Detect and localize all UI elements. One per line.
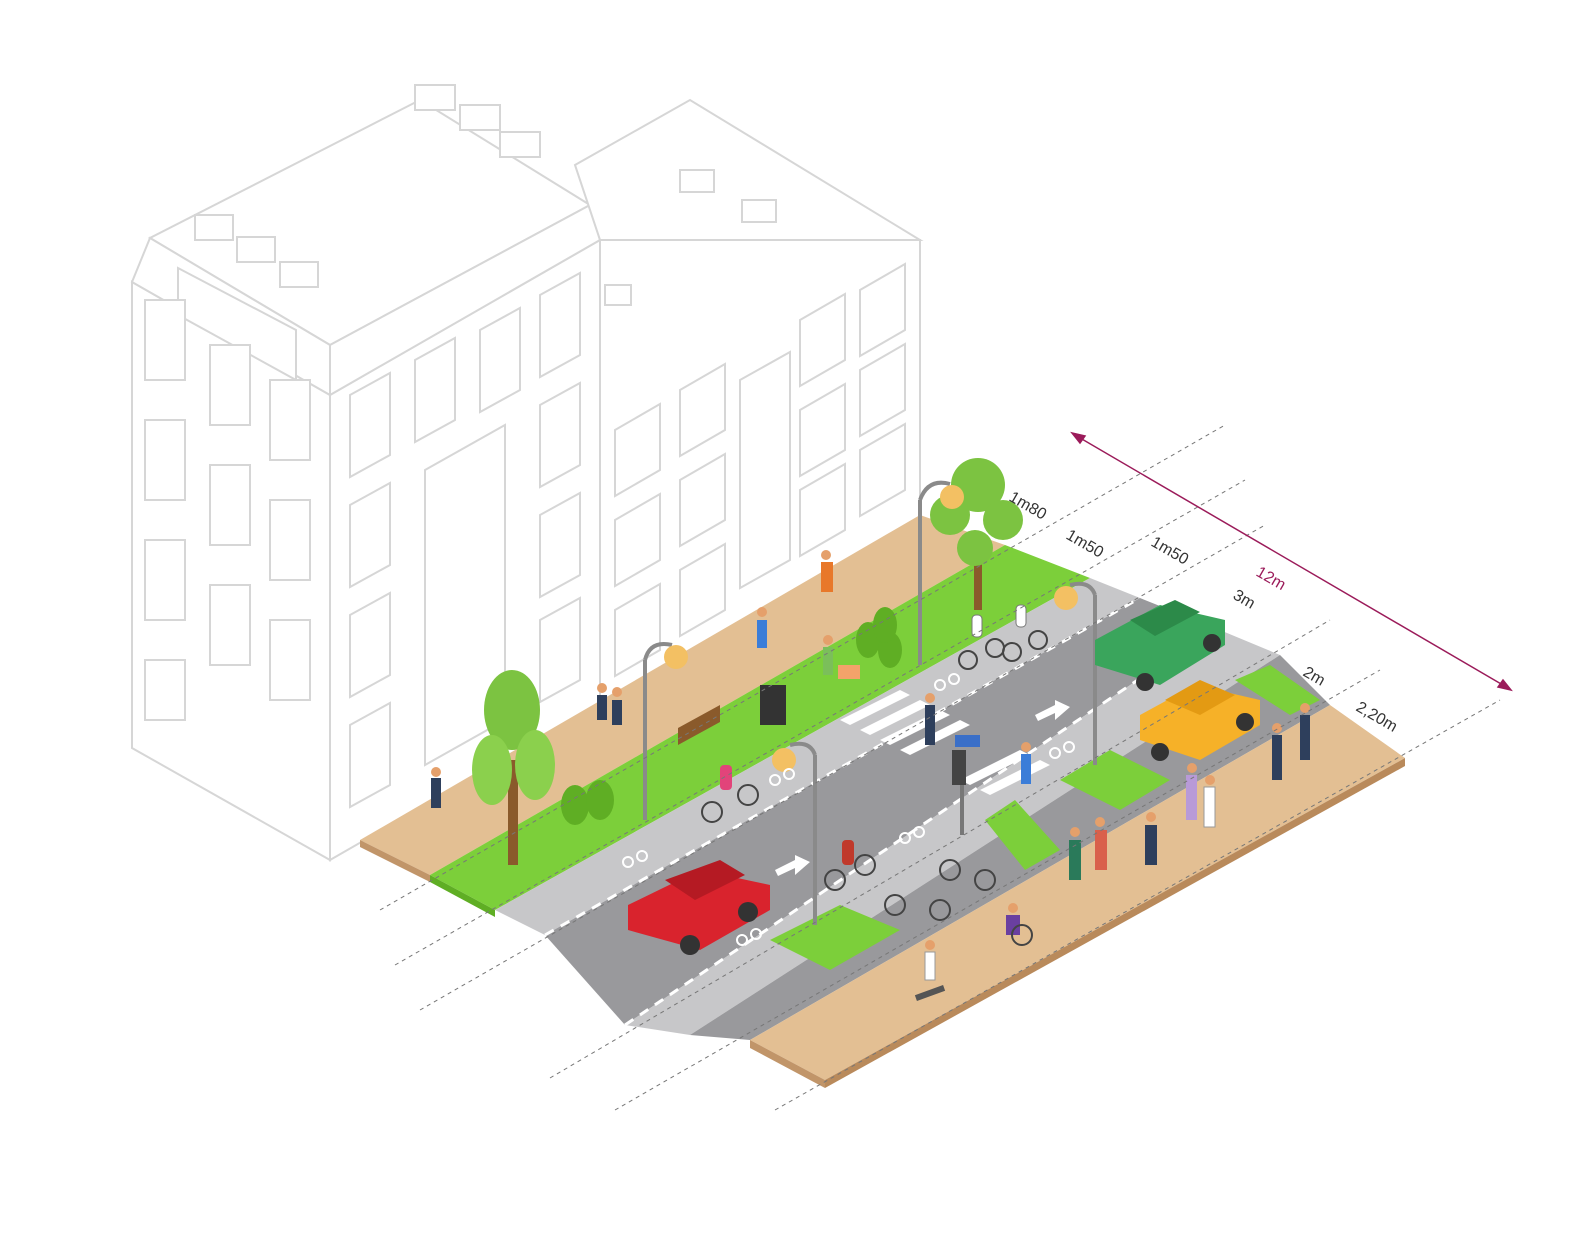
arrow-icon [775,700,1070,876]
shrubs [561,607,902,825]
lane-markings [544,596,1216,1027]
bike-lane-left [495,578,1140,935]
sidewalk-right [750,705,1405,1080]
total-dimension-line [1070,431,1513,692]
tree-icon [930,458,1023,610]
dimension-guides [379,424,1501,1111]
skateboard [914,985,946,1001]
dimension-label-total: 12m [1253,564,1288,594]
street-lamp-icon [643,480,1097,925]
dimension-label-road: 3m [1230,587,1258,613]
car-icon [628,860,770,955]
person-icon [431,550,1310,981]
dimension-label-bike-lane-left: 1m50 [1063,527,1106,562]
car-icon [1095,600,1225,691]
street-ground [360,515,1405,1088]
tree-icon [472,670,555,865]
dimension-label-bike-lane-right: 1m50 [1148,534,1191,569]
cyclist-riders [720,604,1027,865]
bike-symbol-icon [622,673,1075,946]
lamp-globes [664,485,1078,772]
car-icon [1140,680,1260,761]
planting-strip-left [430,545,1090,910]
trash-bin-icon [760,685,786,725]
traffic-light-icon [952,735,980,835]
bench-icon [678,705,720,745]
bicycle-icon [701,630,1048,921]
